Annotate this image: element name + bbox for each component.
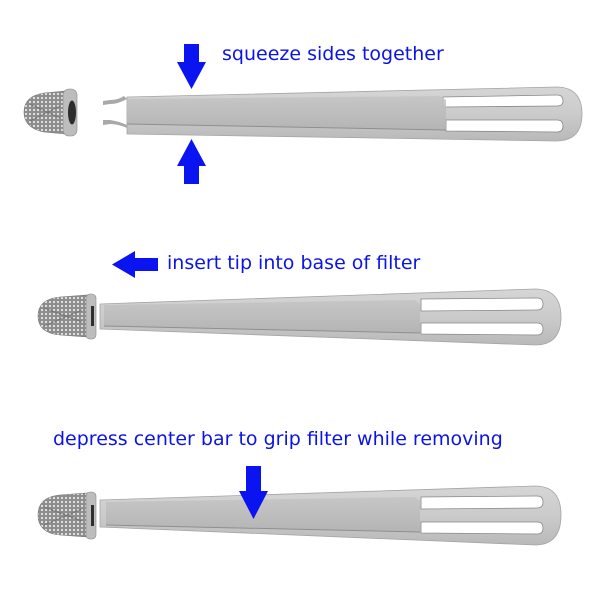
arrow-down-icon	[177, 44, 206, 89]
tweezer-tool	[99, 485, 562, 546]
tweezer-tool	[103, 86, 583, 142]
arrow-left-icon	[112, 251, 158, 278]
step-2-illustration	[37, 251, 562, 346]
arrow-down-icon	[239, 466, 268, 519]
filter-icon	[23, 88, 78, 137]
step-3-caption: depress center bar to grip filter while …	[53, 428, 503, 450]
step-1-illustration	[23, 44, 583, 184]
arrow-up-icon	[177, 139, 206, 184]
step-3-illustration	[37, 466, 562, 546]
filter-icon	[37, 491, 97, 540]
step-2-caption: insert tip into base of filter	[167, 252, 421, 274]
filter-icon	[37, 293, 97, 340]
step-1-caption: squeeze sides together	[222, 43, 444, 65]
tweezer-tool	[99, 288, 562, 346]
